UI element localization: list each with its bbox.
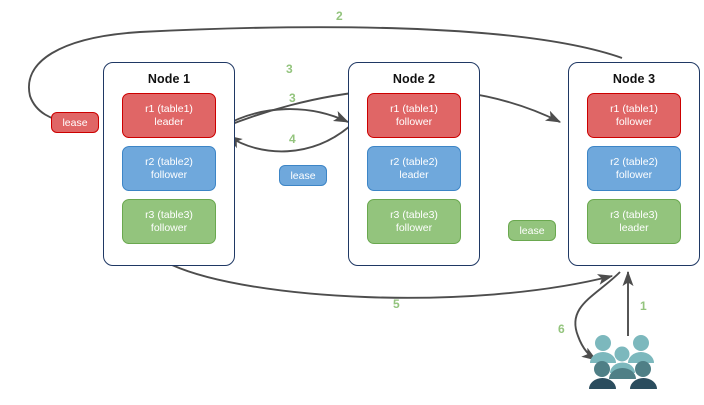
arrow-step-5 [171, 264, 614, 299]
range-n2r2[interactable]: r2 (table2) leader [367, 146, 461, 191]
range-n2r1[interactable]: r1 (table1) follower [367, 93, 461, 138]
node-title: Node 1 [147, 72, 191, 86]
step-label-3b: 3 [289, 91, 296, 105]
step-label-4: 4 [289, 132, 296, 146]
arrow-step-3b [221, 108, 350, 128]
range-n1r1[interactable]: r1 (table1) leader [122, 93, 216, 138]
lease-range3[interactable]: lease [508, 220, 556, 241]
range-role: follower [615, 168, 653, 181]
range-role: follower [395, 115, 433, 128]
range-name: r3 (table3) [610, 208, 658, 221]
step-label-5: 5 [393, 297, 400, 311]
range-role: follower [150, 221, 188, 234]
range-n3r2[interactable]: r2 (table2) follower [587, 146, 681, 191]
node-title: Node 2 [392, 72, 436, 86]
step-label-6: 6 [558, 322, 565, 336]
range-name: r2 (table2) [145, 155, 193, 168]
step-label-1: 1 [640, 299, 647, 313]
node-node3[interactable]: Node 3 r1 (table1) follower r2 (table2) … [568, 62, 700, 266]
client-people-group-icon [588, 332, 662, 394]
range-n1r2[interactable]: r2 (table2) follower [122, 146, 216, 191]
range-name: r1 (table1) [145, 102, 193, 115]
lease-range1[interactable]: lease [51, 112, 99, 133]
range-name: r3 (table3) [145, 208, 193, 221]
range-n2r3[interactable]: r3 (table3) follower [367, 199, 461, 244]
range-name: r1 (table1) [390, 102, 438, 115]
range-role: leader [154, 115, 184, 128]
range-role: follower [615, 115, 653, 128]
range-role: follower [395, 221, 433, 234]
range-role: leader [399, 168, 429, 181]
step-label-2: 2 [336, 9, 343, 23]
node-node1[interactable]: Node 1 r1 (table1) leader r2 (table2) fo… [103, 62, 235, 266]
range-role: follower [150, 168, 188, 181]
range-name: r2 (table2) [610, 155, 658, 168]
range-name: r2 (table2) [390, 155, 438, 168]
step-label-3a: 3 [286, 62, 293, 76]
range-n3r3[interactable]: r3 (table3) leader [587, 199, 681, 244]
node-title: Node 3 [612, 72, 656, 86]
range-n3r1[interactable]: r1 (table1) follower [587, 93, 681, 138]
range-name: r3 (table3) [390, 208, 438, 221]
lease-range2[interactable]: lease [279, 165, 327, 186]
range-n1r3[interactable]: r3 (table3) follower [122, 199, 216, 244]
range-name: r1 (table1) [610, 102, 658, 115]
range-role: leader [619, 221, 649, 234]
node-node2[interactable]: Node 2 r1 (table1) follower r2 (table2) … [348, 62, 480, 266]
